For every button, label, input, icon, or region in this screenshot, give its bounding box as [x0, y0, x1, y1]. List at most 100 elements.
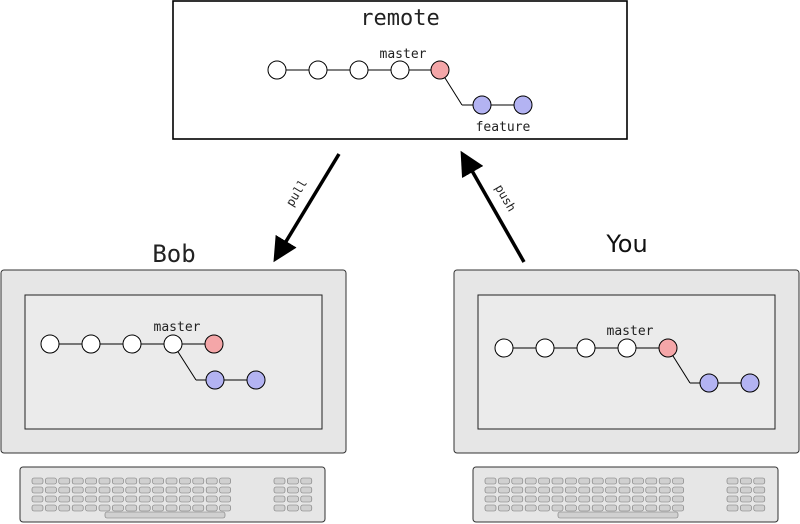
bob-key	[287, 486, 299, 494]
you-key	[578, 495, 591, 503]
you-key	[591, 486, 604, 494]
you-key	[645, 504, 658, 512]
you-key	[618, 486, 631, 494]
bob-key	[219, 504, 231, 512]
you-key	[753, 495, 766, 503]
bob-key	[85, 495, 97, 503]
remote-master-head-commit	[430, 60, 450, 80]
you-screen	[477, 294, 776, 430]
bob-title: Bob	[152, 240, 195, 268]
you-key	[658, 486, 671, 494]
you-key	[524, 504, 537, 512]
bob-key	[85, 486, 97, 494]
bob-key	[138, 495, 151, 503]
you-commit-3	[576, 338, 596, 358]
bob-key	[273, 486, 286, 494]
bob-key	[31, 477, 44, 485]
you-key	[605, 504, 617, 512]
remote-commit-1	[267, 60, 287, 80]
bob-commit-graph: master	[40, 320, 266, 390]
bob-key	[273, 495, 286, 503]
you-key	[658, 504, 671, 512]
remote-feature-label: feature	[476, 120, 531, 135]
you-feature-commit-2	[740, 373, 760, 393]
bob-key	[112, 495, 124, 503]
bob-key	[300, 504, 313, 512]
you-feature-commit-1	[699, 373, 719, 393]
bob-key	[205, 495, 218, 503]
you-key	[565, 495, 577, 503]
you-commit-4	[617, 338, 637, 358]
you-key	[658, 477, 671, 485]
you-key	[538, 495, 550, 503]
bob-key	[205, 486, 218, 494]
bob-key	[165, 486, 178, 494]
you-key	[538, 477, 550, 485]
bob-key	[45, 486, 57, 494]
bob-commit-3	[122, 334, 142, 354]
you-key	[565, 486, 577, 494]
you-master-label: master	[607, 324, 654, 339]
bob-key	[31, 486, 44, 494]
you-key	[645, 477, 658, 485]
bob-commit-1	[40, 334, 60, 354]
you-key	[484, 486, 497, 494]
you-key	[740, 495, 752, 503]
you-key	[498, 477, 510, 485]
bob-key	[112, 477, 124, 485]
bob-master-label: master	[154, 320, 201, 335]
you-key	[645, 495, 658, 503]
you-key	[565, 477, 577, 485]
you-key	[605, 477, 617, 485]
you-key	[484, 477, 497, 485]
you-commit-1	[494, 338, 514, 358]
bob-key	[287, 477, 299, 485]
you-key	[672, 477, 684, 485]
you-key	[511, 504, 524, 512]
you-key	[538, 486, 550, 494]
you-key	[632, 495, 644, 503]
you-key	[618, 477, 631, 485]
you-spacebar	[557, 511, 679, 519]
bob-master-head-commit	[204, 334, 224, 354]
bob-screen	[24, 294, 323, 430]
bob-key	[85, 477, 97, 485]
push-arrow: push	[460, 150, 526, 263]
you-keyboard	[472, 466, 779, 523]
bob-key	[98, 495, 111, 503]
remote-master-label: master	[380, 47, 427, 62]
you-key	[632, 504, 644, 512]
you-key	[740, 486, 752, 494]
you-key	[565, 504, 577, 512]
bob-key	[300, 495, 313, 503]
bob-key	[138, 477, 151, 485]
bob-key	[85, 504, 97, 512]
you-key	[524, 495, 537, 503]
bob-key	[125, 504, 138, 512]
bob-key	[98, 504, 111, 512]
you-commit-graph: master	[494, 324, 760, 393]
you-key	[753, 504, 766, 512]
bob-key	[152, 495, 164, 503]
you-key	[753, 486, 766, 494]
bob-feature-commit-1	[205, 370, 225, 390]
bob-key	[179, 495, 191, 503]
you-key	[498, 495, 510, 503]
bob-key	[205, 477, 218, 485]
bob-key	[45, 504, 57, 512]
bob-commit-4	[163, 334, 183, 354]
you-key	[726, 495, 739, 503]
you-key	[578, 504, 591, 512]
you-key	[511, 486, 524, 494]
bob-key	[179, 477, 191, 485]
bob-key	[165, 495, 178, 503]
bob-key	[300, 477, 313, 485]
you-key	[551, 495, 564, 503]
bob-key	[179, 486, 191, 494]
you-computer: You master	[453, 230, 800, 523]
remote-commit-3	[349, 60, 369, 80]
remote-feature-commit-2	[513, 95, 533, 115]
bob-key	[287, 495, 299, 503]
you-commit-2	[535, 338, 555, 358]
bob-key	[205, 504, 218, 512]
